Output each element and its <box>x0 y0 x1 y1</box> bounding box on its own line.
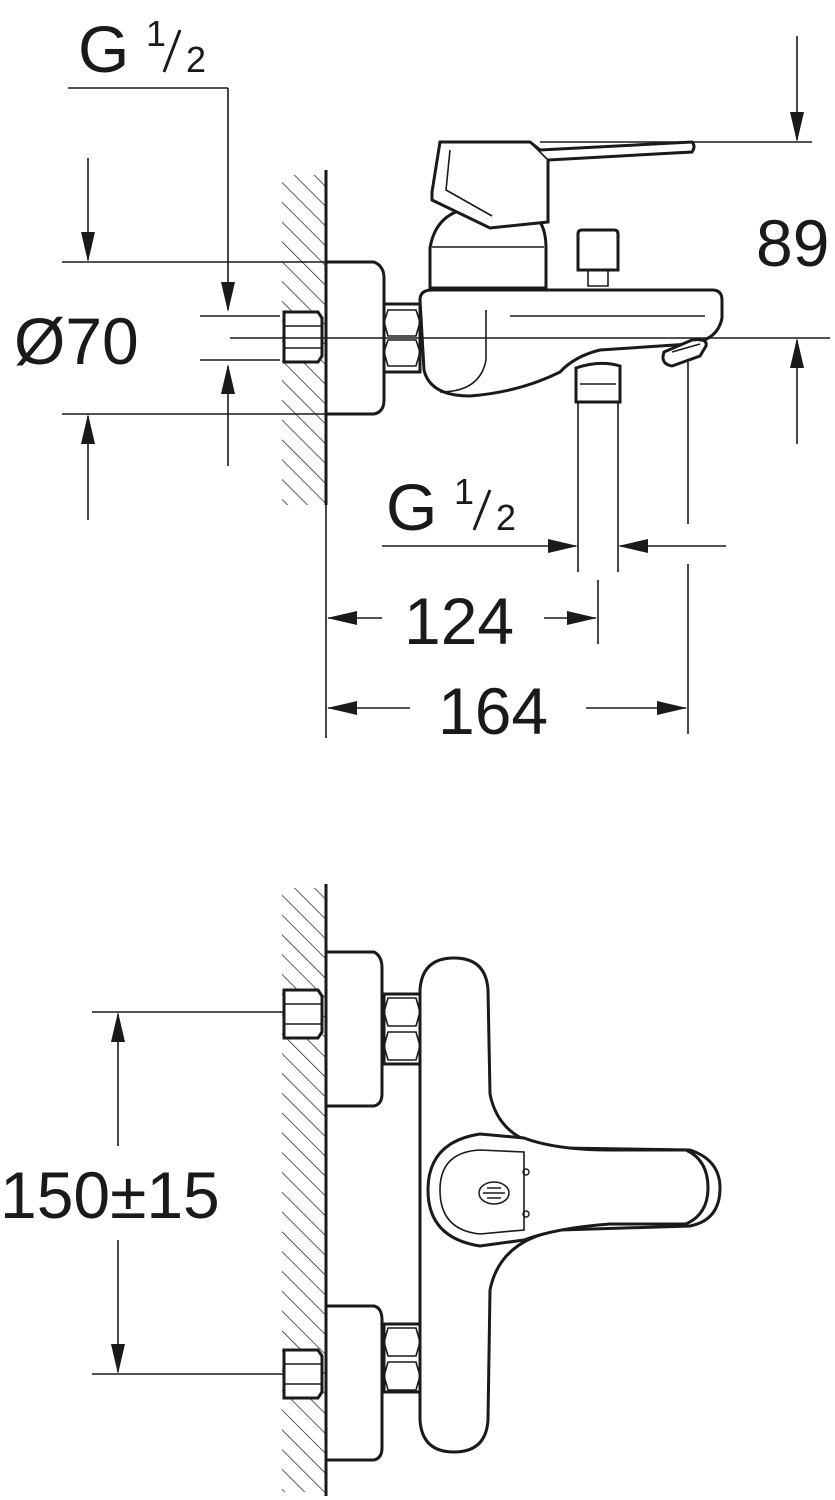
dimensions-front: 150±15 <box>0 1011 284 1375</box>
thread-label-bottom-num: 1 <box>454 471 474 512</box>
height-label: 89 <box>756 206 829 280</box>
thread-label-top-num: 1 <box>146 13 166 54</box>
thread-label-bottom-g: G <box>386 470 437 544</box>
centers-label: 150±15 <box>0 1158 220 1232</box>
hose-outlet-side <box>574 361 622 404</box>
wall-front <box>282 884 328 1496</box>
inlet-nut-lower <box>282 1348 324 1400</box>
lever-handle-side <box>430 140 696 230</box>
side-view <box>230 140 830 572</box>
depth-outlet-label: 124 <box>404 584 514 658</box>
front-view <box>282 884 722 1496</box>
inlet-nut-side <box>282 310 324 364</box>
hex-nut-lower <box>382 1322 422 1394</box>
mixer-body-side <box>418 288 724 398</box>
brand-logo-icon <box>478 1181 510 1205</box>
thread-label-top-den: 2 <box>186 39 206 80</box>
thread-label-bottom-den: 2 <box>496 497 516 538</box>
dimensions-side: G 1 2 Ø70 89 G 1 2 124 <box>14 12 829 748</box>
escutcheon-lower <box>324 1304 384 1462</box>
thread-label-top-g: G <box>78 12 129 86</box>
hex-nut-upper <box>382 992 422 1066</box>
diverter-knob-side <box>576 228 620 272</box>
aerator-side <box>661 338 708 368</box>
depth-total-label: 164 <box>438 674 548 748</box>
diameter-label: Ø70 <box>14 304 139 378</box>
escutcheon-upper <box>324 950 384 1108</box>
lever-handle-front <box>426 1132 710 1248</box>
inlet-nut-upper <box>282 988 324 1040</box>
